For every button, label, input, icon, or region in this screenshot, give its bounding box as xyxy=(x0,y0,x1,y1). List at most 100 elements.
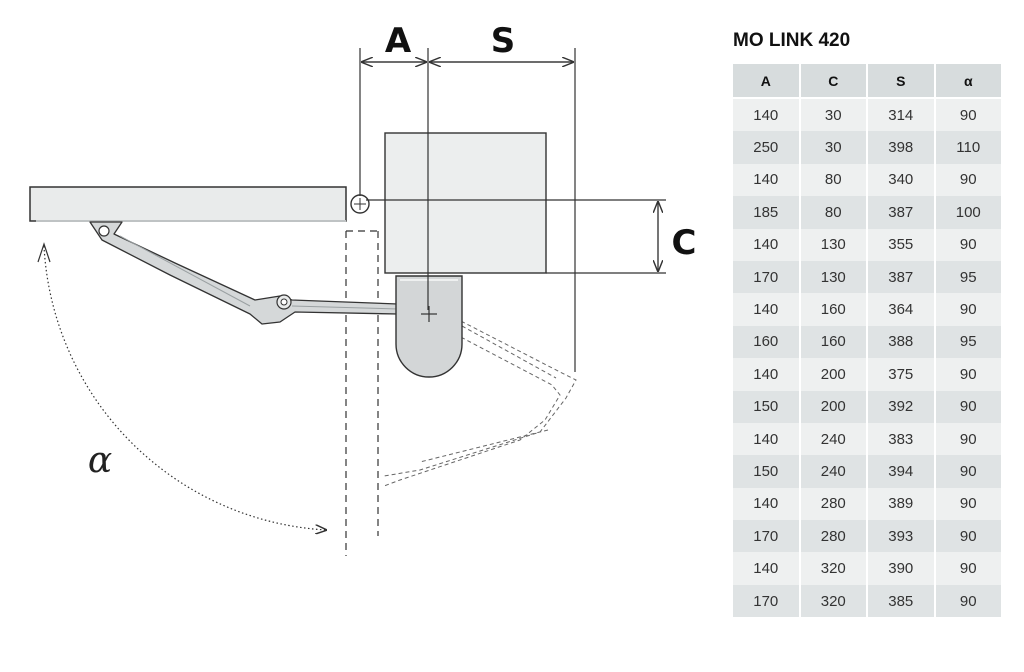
table-cell: 385 xyxy=(866,584,936,618)
table-cell: 170 xyxy=(731,520,801,553)
table-cell: 240 xyxy=(798,455,868,488)
table-cell: 314 xyxy=(866,98,936,132)
table-cell: 90 xyxy=(933,390,1003,423)
gate-hinge xyxy=(350,194,370,214)
table-cell: 90 xyxy=(933,228,1003,261)
table-cell: 110 xyxy=(933,131,1003,164)
gate-leaf xyxy=(29,186,347,222)
operator-arm xyxy=(89,221,399,325)
table-cell: 160 xyxy=(798,293,868,326)
table-cell: 393 xyxy=(866,520,936,553)
table-cell: 140 xyxy=(731,358,801,391)
table-cell: 80 xyxy=(798,196,868,229)
table-cell: 95 xyxy=(933,260,1003,294)
open-arm-outline xyxy=(383,317,577,487)
table-cell: 200 xyxy=(798,390,868,423)
table-cell: 320 xyxy=(798,552,868,585)
operator-motor xyxy=(395,275,463,378)
column-header: C xyxy=(798,62,868,99)
table-cell: 90 xyxy=(933,520,1003,553)
table-cell: 170 xyxy=(731,260,801,294)
table-cell: 140 xyxy=(731,98,801,132)
table-cell: 375 xyxy=(866,358,936,391)
table-cell: 130 xyxy=(798,260,868,294)
table-cell: 90 xyxy=(933,293,1003,326)
table-cell: 398 xyxy=(866,131,936,164)
table-cell: 394 xyxy=(866,455,936,488)
table-cell: 90 xyxy=(933,358,1003,391)
table-cell: 340 xyxy=(866,163,936,197)
table-cell: 90 xyxy=(933,584,1003,618)
table-header-row: A C S α xyxy=(731,62,1003,99)
table-cell: 170 xyxy=(731,584,801,618)
table-cell: 240 xyxy=(798,422,868,456)
opening-angle-arc-start xyxy=(37,242,51,263)
table-cell: 383 xyxy=(866,422,936,456)
table-cell: 250 xyxy=(731,131,801,164)
table-cell: 387 xyxy=(866,260,936,294)
table-cell: 130 xyxy=(798,228,868,261)
open-gate-outline xyxy=(345,230,379,556)
table-cell: 95 xyxy=(933,325,1003,359)
table-cell: 30 xyxy=(798,98,868,132)
table-cell: 150 xyxy=(731,455,801,488)
table-cell: 364 xyxy=(866,293,936,326)
dimension-label-a: A xyxy=(385,21,412,61)
table-cell: 320 xyxy=(798,584,868,618)
table-cell: 280 xyxy=(798,520,868,553)
table-cell: 140 xyxy=(731,422,801,456)
table-cell: 80 xyxy=(798,163,868,197)
table-cell: 388 xyxy=(866,325,936,359)
table-cell: 280 xyxy=(798,487,868,521)
table-cell: 140 xyxy=(731,293,801,326)
table-title: MO LINK 420 xyxy=(733,30,851,51)
column-header: S xyxy=(866,62,936,99)
table-cell: 140 xyxy=(731,163,801,197)
table-cell: 150 xyxy=(731,390,801,423)
dimension-label-alpha: α xyxy=(88,440,112,481)
table-cell: 90 xyxy=(933,98,1003,132)
table-cell: 90 xyxy=(933,455,1003,488)
dimension-lines xyxy=(359,48,666,372)
table-cell: 90 xyxy=(933,422,1003,456)
table-cell: 160 xyxy=(798,325,868,359)
table-cell: 90 xyxy=(933,163,1003,197)
gate-pillar xyxy=(384,132,547,274)
opening-angle-arc xyxy=(43,245,326,530)
table-cell: 355 xyxy=(866,228,936,261)
table-cell: 100 xyxy=(933,196,1003,229)
table-cell: 90 xyxy=(933,487,1003,521)
table-cell: 392 xyxy=(866,390,936,423)
table-cell: 185 xyxy=(731,196,801,229)
table-cell: 387 xyxy=(866,196,936,229)
table-cell: 140 xyxy=(731,228,801,261)
table-cell: 390 xyxy=(866,552,936,585)
table-cell: 90 xyxy=(933,552,1003,585)
table-cell: 389 xyxy=(866,487,936,521)
installation-diagram: A S C α xyxy=(29,21,697,556)
dimension-label-s: S xyxy=(491,21,516,61)
table-cell: 30 xyxy=(798,131,868,164)
dimension-label-c: C xyxy=(672,223,697,263)
column-header: α xyxy=(933,62,1003,99)
table-cell: 200 xyxy=(798,358,868,391)
table-cell: 140 xyxy=(731,487,801,521)
